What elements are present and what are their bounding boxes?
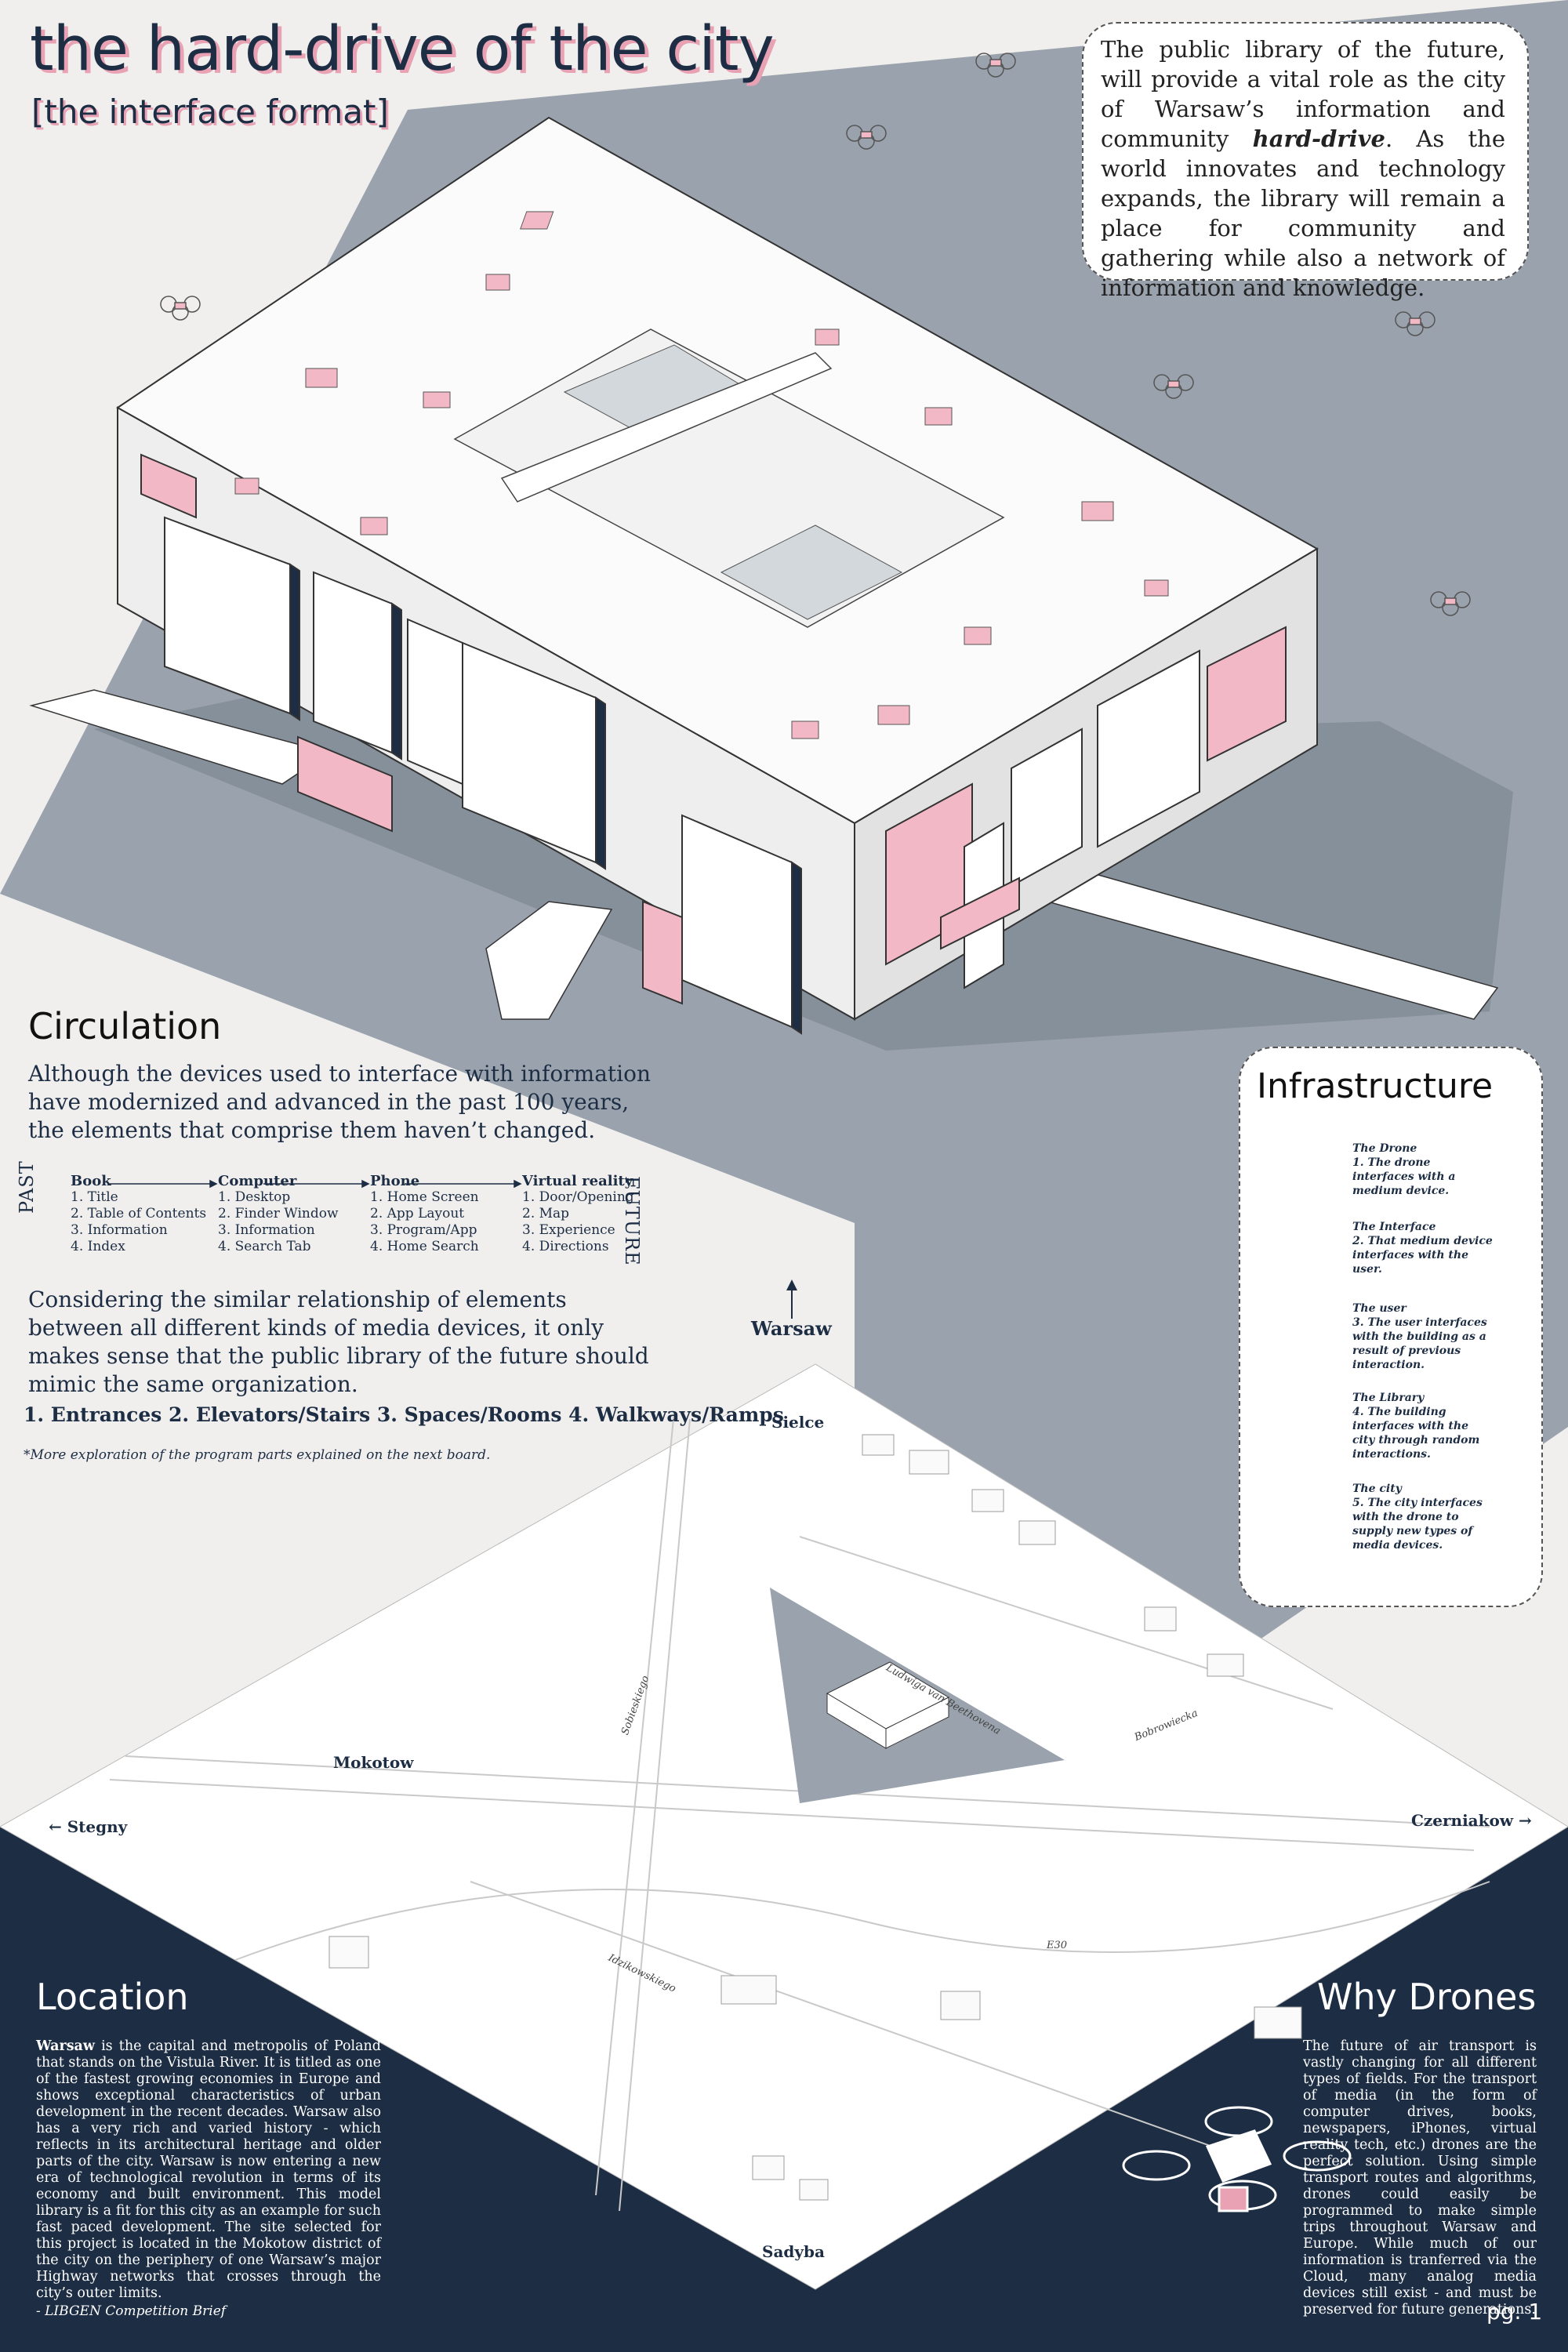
column-item: 4. Search Tab [218,1239,311,1254]
column-heading: Virtual reality [522,1173,633,1189]
column-item: 4. Home Search [370,1239,479,1254]
circulation-paragraph-1: Although the devices used to interface w… [28,1061,652,1143]
infra-step-desc: 3. The user interfaces with the building… [1352,1316,1487,1371]
infra-step-user: The user 3. The user interfaces with the… [1352,1301,1494,1372]
timeline-column-book: Book 1. Title 2. Table of Contents 3. In… [71,1173,206,1255]
column-item: 2. Finder Window [218,1206,339,1221]
map-label-sielce: Sielce [771,1413,825,1432]
location-lead: Warsaw [36,2038,95,2054]
why-drones-text: The future of air transport is vastly ch… [1303,2038,1537,2318]
column-item: 3. Information [218,1222,315,1238]
timeline-arrows [110,1179,522,1189]
street-e30: E30 [1047,1940,1068,1951]
site-library-model [826,1661,950,1749]
why-drones-illustration [1122,2106,1352,2212]
timeline-column-phone: Phone 1. Home Screen 2. App Layout 3. Pr… [370,1173,479,1255]
circulation-title: Circulation [28,1005,222,1047]
czerniakow-text: Czerniakow [1411,1811,1514,1830]
location-text: Warsaw is the capital and metropolis of … [36,2038,381,2302]
column-heading: Book [71,1173,111,1189]
column-item: 2. Map [522,1206,570,1221]
intro-emphasis: hard-drive [1252,125,1385,152]
why-drones-title: Why Drones [1317,1976,1537,2018]
column-item: 1. Title [71,1189,118,1205]
column-item: 3. Information [71,1222,168,1238]
location-title: Location [36,1976,189,2018]
column-heading: Phone [370,1173,420,1189]
location-citation: - LIBGEN Competition Brief [36,2303,227,2319]
infra-step-desc: 2. That medium device interfaces with th… [1352,1235,1493,1276]
column-item: 1. Home Screen [370,1189,479,1205]
circulation-paragraph-2: Considering the similar relationship of … [28,1287,649,1397]
column-item: 3. Program/App [370,1222,477,1238]
infra-step-name: The city [1352,1483,1402,1495]
facade-screens-right [885,626,1287,989]
infra-step-interface: The Interface 2. That medium device inte… [1352,1220,1494,1276]
column-item: 1. Door/Opening [522,1189,634,1205]
infra-step-name: The user [1352,1302,1406,1315]
ramp-bottom [485,901,613,1020]
program-elements: 1. Entrances 2. Elevators/Stairs 3. Spac… [24,1403,784,1426]
infra-step-desc: 1. The drone interfaces with a medium de… [1352,1156,1456,1197]
drones [160,53,1471,616]
next-board-note: *More exploration of the program parts e… [24,1447,491,1463]
infra-step-desc: 5. The city interfaces with the drone to… [1352,1497,1483,1552]
column-item: 4. Index [71,1239,125,1254]
infra-step-name: The Library [1352,1392,1425,1404]
column-item: 3. Experience [522,1222,615,1238]
location-body: is the capital and metropolis of Poland … [36,2038,381,2301]
infra-step-city: The city 5. The city interfaces with the… [1352,1482,1494,1552]
intro-callout: The public library of the future, will p… [1082,22,1529,301]
atrium-court-2 [720,524,903,620]
infra-step-name: The Drone [1352,1142,1417,1155]
map-label-mokotow: Mokotow [333,1753,414,1772]
site-map-blocks [328,1434,1302,2201]
roof-skylights [234,211,1169,739]
north-arrowhead [786,1279,797,1290]
column-item: 1. Desktop [218,1189,291,1205]
page-number: pg. 1 [1486,2299,1543,2325]
map-label-warsaw: Warsaw [751,1317,832,1340]
page-subtitle: [the interface format] [31,93,389,131]
past-label: PAST [16,1160,38,1214]
timeline-column-vr: Virtual reality 1. Door/Opening 2. Map 3… [522,1173,634,1255]
column-item: 2. Table of Contents [71,1206,207,1221]
map-label-czerniakow: Czerniakow → [1411,1811,1532,1830]
site-map-base [0,1363,1568,2290]
timeline-column-computer: Computer 1. Desktop 2. Finder Window 3. … [218,1173,339,1255]
map-label-sadyba: Sadyba [762,2242,825,2261]
intro-text-after: . As the world innovates and technology … [1101,125,1505,301]
facade-screens-left [140,453,802,1035]
atrium-bridge [500,352,833,503]
stegny-text: Stegny [67,1817,128,1836]
infra-step-name: The Interface [1352,1221,1436,1233]
infra-step-library: The Library 4. The building interfaces w… [1352,1391,1494,1461]
infrastructure-panel [1239,1047,1543,1607]
column-item: 2. App Layout [370,1206,465,1221]
page-title: the hard-drive of the city [30,14,775,85]
intro-text-before: The public library of the future, will p… [1101,36,1505,152]
infra-step-drone: The Drone 1. The drone interfaces with a… [1352,1142,1494,1198]
column-item: 4. Directions [522,1239,609,1254]
infrastructure-title: Infrastructure [1257,1066,1494,1106]
column-heading: Computer [218,1173,297,1189]
infra-step-desc: 4. The building interfaces with the city… [1352,1406,1480,1461]
map-label-stegny: ← Stegny [49,1817,128,1836]
